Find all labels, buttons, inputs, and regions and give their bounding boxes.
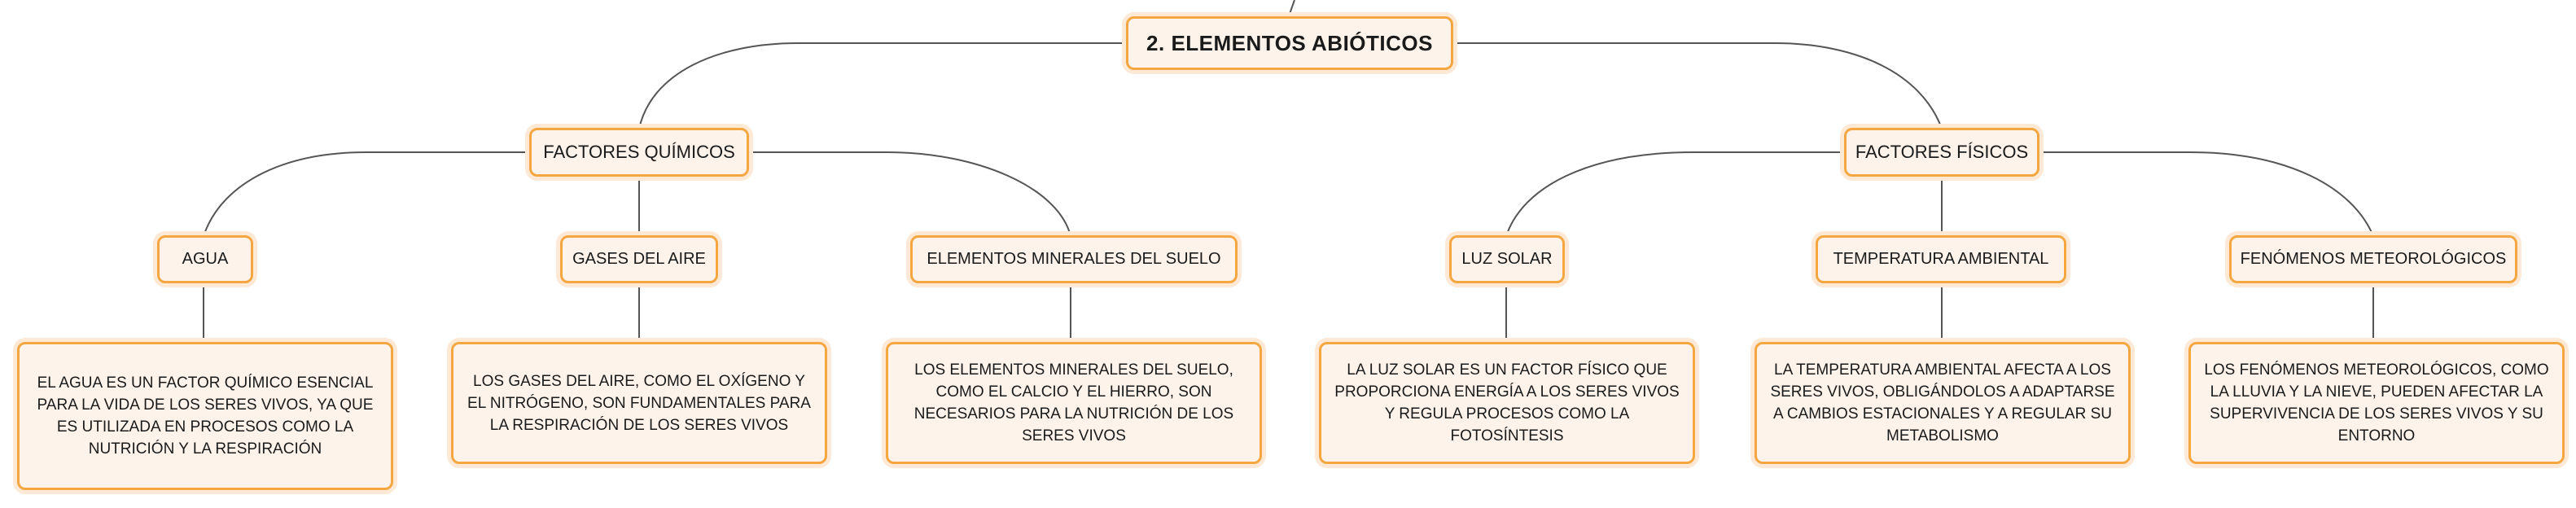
description-elementos-minerales[interactable]: LOS ELEMENTOS MINERALES DEL SUELO, COMO …: [886, 342, 1262, 464]
description-gases-del-aire[interactable]: LOS GASES DEL AIRE, COMO EL OXÍGENO Y EL…: [451, 342, 827, 464]
topic-factores-fisicos[interactable]: FACTORES FÍSICOS: [1844, 128, 2039, 177]
connector-quimicos-agua: [203, 151, 529, 237]
connector-root-fisicos: [1453, 42, 1943, 129]
topic-fenomenos-meteorologicos[interactable]: FENÓMENOS METEOROLÓGICOS: [2229, 235, 2517, 283]
topic-temperatura-ambiental[interactable]: TEMPERATURA AMBIENTAL: [1816, 235, 2066, 283]
description-fenomenos-meteorologicos[interactable]: LOS FENÓMENOS METEOROLÓGICOS, COMO LA LL…: [2188, 342, 2565, 464]
connector-fisicos-fenomenos: [2039, 151, 2374, 237]
topic-elementos-minerales[interactable]: ELEMENTOS MINERALES DEL SUELO: [910, 235, 1238, 283]
topic-agua[interactable]: AGUA: [157, 235, 253, 283]
description-luz-solar[interactable]: LA LUZ SOLAR ES UN FACTOR FÍSICO QUE PRO…: [1319, 342, 1695, 464]
connector-parent-root: [1288, 0, 1295, 17]
description-temperatura-ambiental[interactable]: LA TEMPERATURA AMBIENTAL AFECTA A LOS SE…: [1755, 342, 2131, 464]
topic-factores-quimicos[interactable]: FACTORES QUÍMICOS: [529, 128, 749, 177]
description-agua[interactable]: EL AGUA ES UN FACTOR QUÍMICO ESENCIAL PA…: [17, 342, 393, 490]
connector-root-quimicos: [638, 42, 1126, 129]
topic-luz-solar[interactable]: LUZ SOLAR: [1449, 235, 1565, 283]
topic-gases-del-aire[interactable]: GASES DEL AIRE: [560, 235, 718, 283]
connector-quimicos-minerales: [749, 151, 1071, 237]
root-topic[interactable]: 2. ELEMENTOS ABIÓTICOS: [1126, 16, 1453, 70]
connector-fisicos-luz: [1505, 151, 1844, 237]
